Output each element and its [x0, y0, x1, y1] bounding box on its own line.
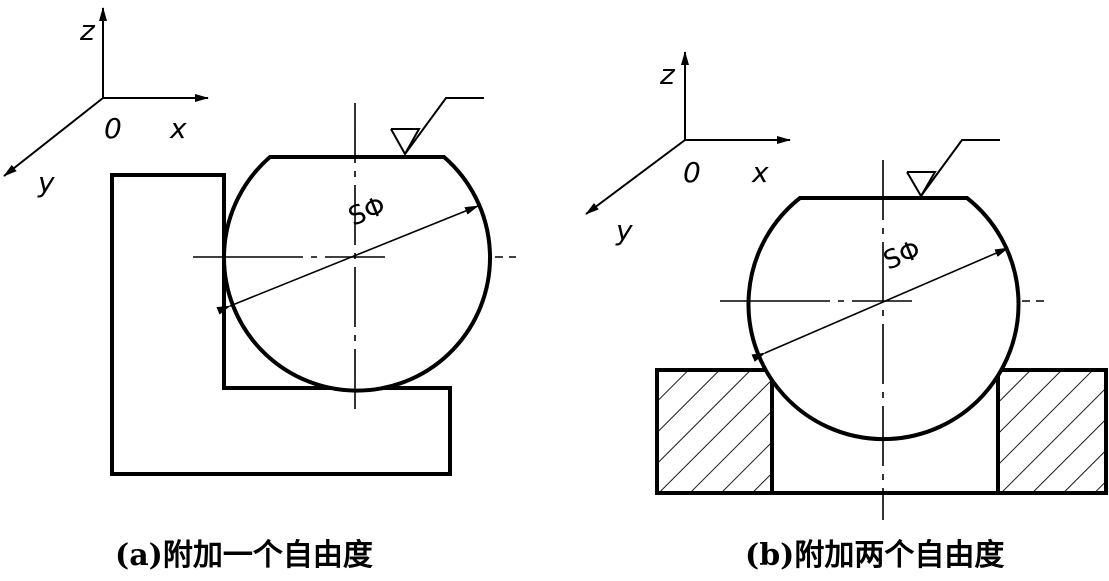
- support-right: [996, 368, 1108, 495]
- surface-finish-icon-b: [906, 139, 1000, 198]
- ball-b: [746, 196, 1021, 442]
- figure-a: z 0 x y SΦ (a)附加一个自由度: [3, 7, 516, 573]
- axes-b: [585, 51, 791, 215]
- ball-a: [222, 155, 492, 393]
- dimension-line-a: [216, 205, 479, 315]
- origin-label-b: 0: [683, 156, 701, 189]
- origin-label-a: 0: [104, 112, 122, 145]
- support-left: [655, 368, 774, 495]
- y-label-b: y: [615, 214, 633, 247]
- x-label-b: x: [751, 156, 769, 189]
- z-label-a: z: [79, 14, 96, 47]
- surface-finish-icon-a: [390, 97, 484, 157]
- dimension-line-b: [751, 247, 1009, 362]
- y-axis-b: [585, 139, 686, 215]
- caption-b: (b)附加两个自由度: [745, 538, 1004, 573]
- figure-b: z 0 x y SΦ (b)附加两个自由度: [585, 51, 1108, 573]
- x-label-a: x: [169, 112, 187, 145]
- caption-a: (a)附加一个自由度: [115, 538, 373, 573]
- l-fixture: [110, 173, 452, 476]
- axes-a: [3, 7, 209, 177]
- y-label-a: y: [37, 166, 55, 199]
- z-label-b: z: [659, 58, 676, 91]
- y-axis-a: [3, 97, 104, 177]
